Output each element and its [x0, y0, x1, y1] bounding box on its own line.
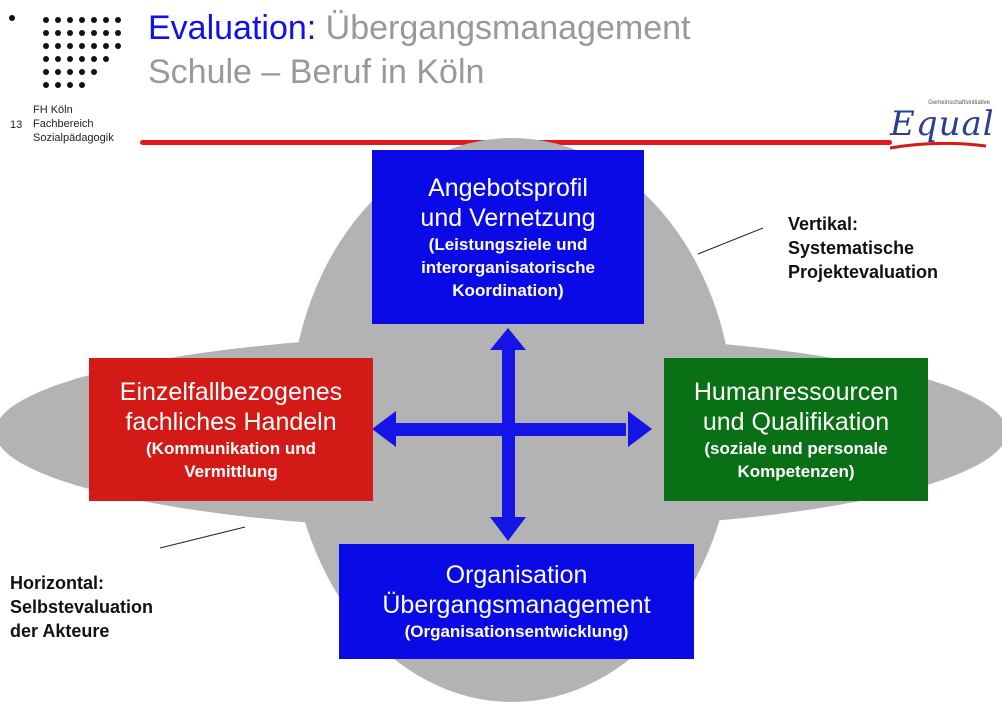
- note-line: Vertikal:: [788, 214, 859, 234]
- note-line: Selbstevaluation: [10, 597, 154, 617]
- box-subtext: (soziale und personale: [704, 438, 888, 458]
- equal-logo-small-text: Gemeinschaftsinitiative: [928, 100, 990, 106]
- box-humanressourcen: Humanressourcen und Qualifikation (sozia…: [664, 358, 928, 501]
- horizontal-note-pointer: [159, 526, 246, 549]
- institution-line: Fachbereich: [33, 118, 94, 130]
- institution-line: Sozialpädagogik: [33, 132, 114, 144]
- equal-swoosh-icon: [889, 141, 987, 150]
- box-subtext: (Leistungsziele und: [428, 234, 588, 254]
- box-heading: Angebotsprofil: [428, 173, 588, 202]
- box-heading: fachliches Handeln: [125, 407, 337, 436]
- box-subtext: Koordination): [452, 280, 564, 300]
- note-line: Projektevaluation: [788, 262, 939, 282]
- equal-logo: Gemeinschaftsinitiative Equal: [884, 96, 996, 154]
- title-line-2: Schule – Beruf in Köln: [148, 53, 485, 91]
- page-number: 13: [10, 119, 23, 131]
- box-heading: Einzelfallbezogenes: [119, 377, 343, 406]
- equal-logo-word: Equal: [890, 104, 995, 144]
- box-subtext: (Kommunikation und: [146, 438, 316, 458]
- box-subtext: interorganisatorische: [421, 257, 595, 277]
- note-horizontal: Horizontal: Selbstevaluation der Akteure: [10, 571, 153, 643]
- box-subtext: Vermittlung: [184, 461, 278, 481]
- box-heading: und Qualifikation: [702, 407, 890, 436]
- box-einzelfall: Einzelfallbezogenes fachliches Handeln (…: [89, 358, 373, 501]
- box-heading: und Vernetzung: [420, 203, 596, 232]
- note-vertical: Vertikal: Systematische Projektevaluatio…: [788, 212, 938, 284]
- slide-title: Evaluation: Übergangsmanagement Schule –…: [148, 6, 690, 94]
- fh-koeln-logo: [9, 15, 121, 88]
- institution-line: FH Köln: [33, 104, 73, 116]
- vertical-note-pointer: [697, 227, 764, 255]
- note-line: der Akteure: [10, 621, 110, 641]
- title-rest: Übergangsmanagement: [316, 9, 691, 47]
- box-heading: Humanressourcen: [693, 377, 899, 406]
- box-subtext: (Organisationsentwicklung): [404, 622, 629, 641]
- title-highlight: Evaluation:: [148, 9, 317, 47]
- box-angebotsprofil: Angebotsprofil und Vernetzung (Leistungs…: [372, 150, 644, 324]
- box-subtext: Kompetenzen): [737, 461, 855, 481]
- cross-arrows: [372, 328, 652, 541]
- note-line: Systematische: [788, 238, 915, 258]
- box-heading: Organisation: [445, 561, 588, 589]
- institution-label: FH Köln Fachbereich Sozialpädagogik: [33, 103, 114, 145]
- box-heading: Übergangsmanagement: [382, 591, 651, 619]
- note-line: Horizontal:: [10, 573, 104, 593]
- box-organisation: Organisation Übergangsmanagement (Organi…: [339, 544, 694, 659]
